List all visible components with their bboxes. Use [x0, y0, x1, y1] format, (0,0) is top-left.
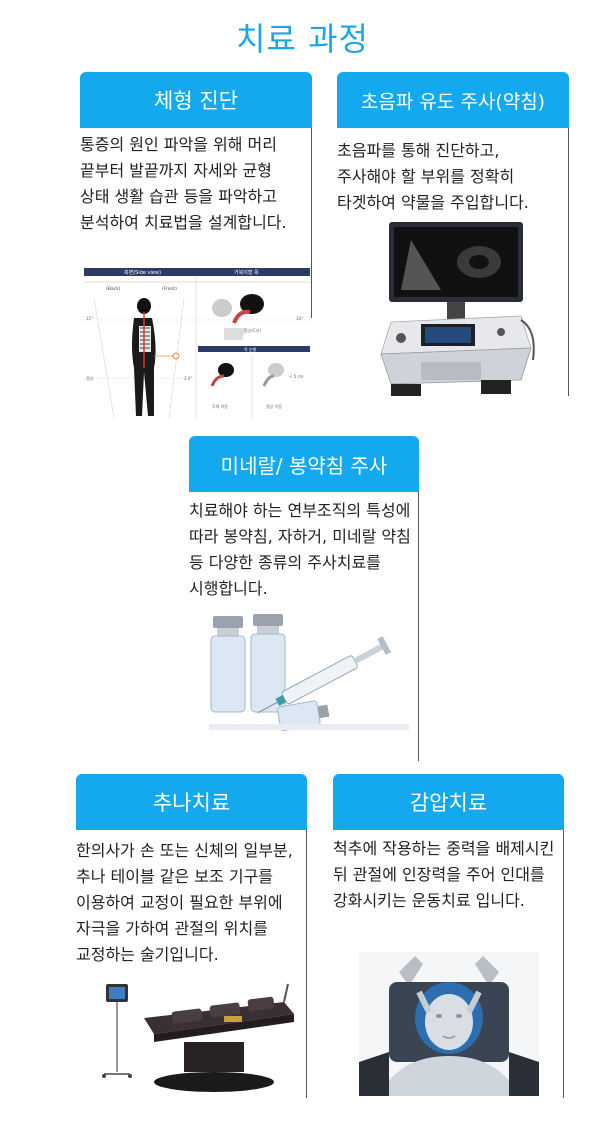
card-divider	[311, 128, 312, 318]
card-description: 척추에 작용하는 중력을 배제시킨 뒤 관절에 인장력을 주어 인대를 강화시키…	[333, 839, 555, 910]
diagram-front-label: (Front)	[162, 286, 177, 292]
card-description: 치료해야 하는 연부조직의 특성에 따라 봉약침, 자하거, 미네랄 약침 등 …	[189, 501, 411, 598]
diagram-angle-left: 15°	[86, 316, 93, 321]
chuna-table-image	[102, 983, 294, 1092]
page-title: 치료 과정	[236, 20, 369, 58]
card-ultrasound-injection: 초음파 유도 주사(약침) 초음파를 통해 진단하고, 주사해야 할 부위를 정…	[337, 72, 569, 402]
posture-diagram-image: 측면(Side view) 거북이형 목 (Back) (Front) 15° …	[84, 268, 310, 418]
injection-vials-image	[209, 614, 409, 732]
card-header: 체형 진단	[80, 72, 312, 128]
card-header: 추나치료	[76, 774, 307, 830]
diagram-label-a: 후체 이동	[212, 403, 228, 409]
card-header: 초음파 유도 주사(약침)	[337, 72, 569, 128]
diagram-neck-label: 목 순발	[244, 346, 257, 352]
card-divider	[568, 128, 569, 396]
diagram-col-left-label: 측면(Side view)	[124, 269, 161, 276]
card-description: 초음파를 통해 진단하고, 주사해야 할 부위를 정확히 타겟하여 약물을 주입…	[337, 141, 529, 212]
card-description: 한의사가 손 또는 신체의 일부분, 추나 테이블 같은 보조 기구를 이용하여…	[76, 841, 293, 964]
diagram-col-right-label: 거북이형 목	[234, 269, 259, 276]
card-posture-diagnosis: 체형 진단 통증의 원인 파악을 위해 머리 끝부터 발끝까지 자세와 균형 상…	[80, 72, 312, 422]
diagram-side-a: 정상	[86, 375, 94, 381]
card-description: 통증의 원인 파악을 위해 머리 끝부터 발끝까지 자세와 균형 상태 생활 습…	[80, 135, 287, 232]
diagram-angle-right: 30°	[296, 316, 303, 321]
card-divider	[563, 830, 564, 1098]
diagram-side-b: 3.2°	[184, 376, 192, 381]
diagram-label-b: 정상 이동	[266, 403, 282, 409]
card-decompression-therapy: 감압치료 척추에 작용하는 중력을 배제시킨 뒤 관절에 인장력을 주어 인대를…	[333, 774, 564, 1104]
card-divider	[306, 830, 307, 1098]
diagram-normal-label: 정상(C자)	[244, 327, 261, 333]
card-mineral-injection: 미네랄/ 봉약침 주사 치료해야 하는 연부조직의 특성에 따라 봉약침, 자하…	[189, 436, 419, 761]
diagram-back-label: (Back)	[106, 286, 121, 292]
card-header: 감압치료	[333, 774, 564, 830]
diagram-distance-label: < 5 cm	[289, 374, 304, 379]
card-header: 미네랄/ 봉약침 주사	[189, 436, 419, 492]
card-divider	[418, 492, 419, 761]
card-chuna-therapy: 추나치료 한의사가 손 또는 신체의 일부분, 추나 테이블 같은 보조 기구를…	[76, 774, 307, 1104]
decompression-image	[359, 952, 539, 1096]
ultrasound-machine-image	[380, 222, 535, 396]
